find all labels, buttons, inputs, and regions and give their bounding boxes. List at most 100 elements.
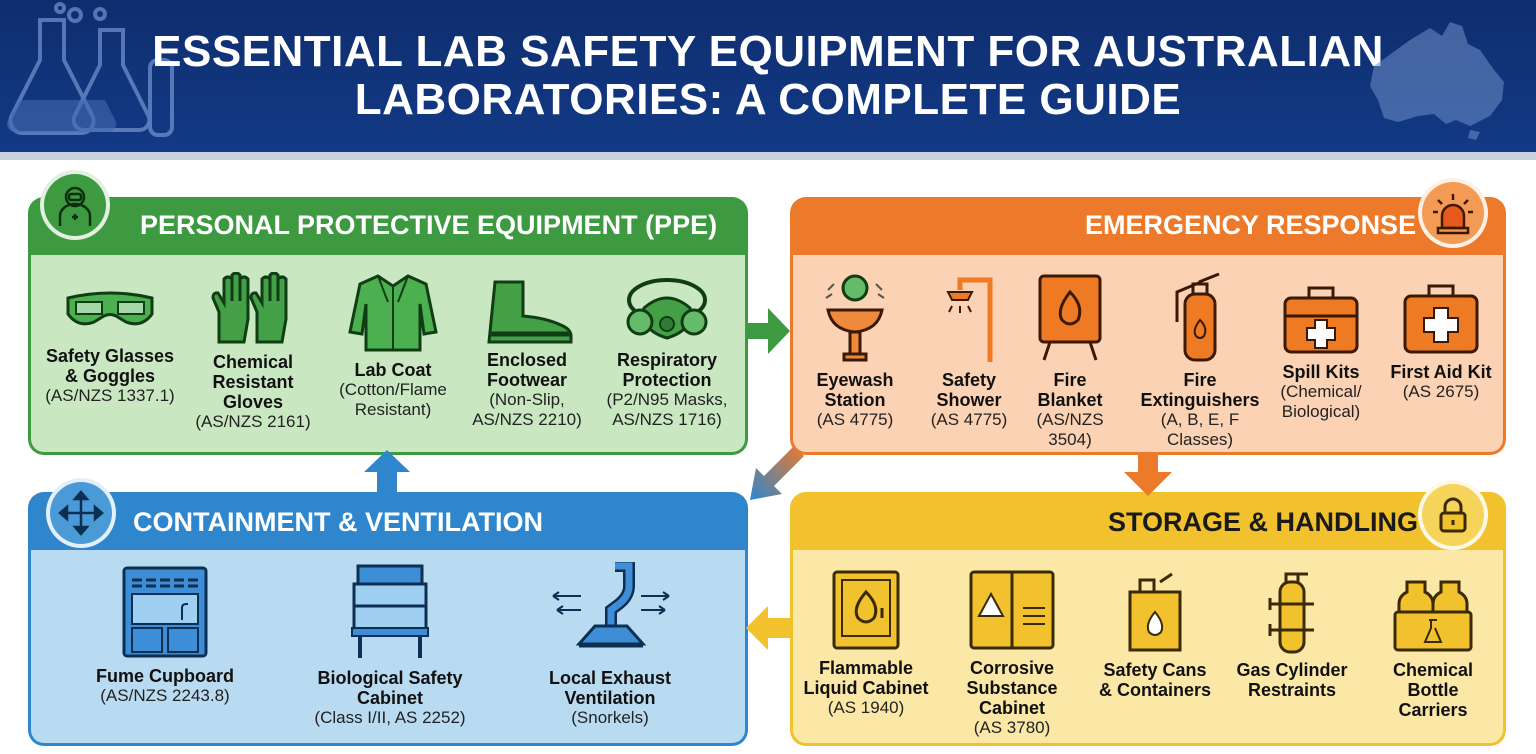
containment-title: CONTAINMENT & VENTILATION <box>133 507 543 537</box>
safety-goggles-icon <box>66 291 154 326</box>
spill-kit-icon <box>1283 286 1359 354</box>
emergency-item-standard: Biological) <box>1281 402 1361 421</box>
emergency-item-standard: Classes) <box>1166 430 1234 449</box>
emergency-item-name: Shower <box>936 390 1002 410</box>
storage-item-name: Corrosive <box>969 658 1055 678</box>
storage-item-safety-cans: Safety Cans& Containers <box>1090 568 1220 700</box>
emergency-item-name: Safety <box>941 370 997 390</box>
storage-item-name: Gas Cylinder <box>1236 660 1348 680</box>
fire-extinguisher-icon <box>1175 272 1220 362</box>
emergency-title: EMERGENCY RESPONSE <box>1085 210 1417 240</box>
airflow-arrows-icon <box>46 478 116 548</box>
arrow-containment-to-ppe <box>364 450 410 494</box>
arrow-emergency-to-storage <box>1124 452 1172 496</box>
padlock-icon <box>1418 480 1488 550</box>
ppe-item-name: Respiratory <box>616 350 718 370</box>
emergency-item-standard: (Chemical/ <box>1280 382 1362 401</box>
fume-cupboard-icon <box>122 566 208 658</box>
emergency-header: EMERGENCY RESPONSE <box>790 197 1506 255</box>
ppe-item-standard: AS/NZS 1716) <box>612 410 722 429</box>
exhaust-snorkel-icon <box>552 562 670 648</box>
emergency-item-name: Blanket <box>1037 390 1103 410</box>
lab-flasks-icon <box>6 2 174 137</box>
gas-cylinder-icon <box>1268 572 1314 654</box>
arrow-storage-to-containment <box>746 606 790 650</box>
ppe-item-standard: Resistant) <box>354 400 432 419</box>
ppe-item-standard: (Cotton/Flame <box>339 380 447 399</box>
storage-item-standard: (AS 1940) <box>827 698 905 717</box>
ppe-title: PERSONAL PROTECTIVE EQUIPMENT (PPE) <box>140 210 718 240</box>
gloves-icon <box>211 272 288 344</box>
storage-item-name: Bottle <box>1407 680 1459 700</box>
fire-blanket-icon <box>1038 274 1102 361</box>
ppe-item-standard: (AS/NZS 2161) <box>195 412 311 431</box>
hazmat-suit-icon <box>40 170 110 240</box>
emergency-item-name: Spill Kits <box>1282 362 1360 382</box>
ppe-item-standard: AS/NZS 2210) <box>472 410 582 429</box>
flammable-cabinet-icon <box>832 570 900 650</box>
storage-item-name: Substance <box>966 678 1058 698</box>
emergency-item-standard: 3504) <box>1048 430 1092 449</box>
arrow-emergency-to-containment <box>750 446 804 500</box>
storage-item-name: Cabinet <box>978 698 1045 718</box>
storage-header: STORAGE & HANDLING <box>790 492 1506 550</box>
corrosive-cabinet-icon <box>969 570 1055 650</box>
emergency-body <box>793 255 1503 452</box>
safety-can-icon <box>1128 572 1182 652</box>
ppe-panel: PERSONAL PROTECTIVE EQUIPMENT (PPE) <box>28 197 748 455</box>
banner-divider <box>0 152 1536 160</box>
storage-title: STORAGE & HANDLING <box>1108 507 1419 537</box>
ppe-item-standard: (Non-Slip, <box>489 390 565 409</box>
containment-header: CONTAINMENT & VENTILATION <box>28 492 748 550</box>
ppe-header: PERSONAL PROTECTIVE EQUIPMENT (PPE) <box>28 197 748 255</box>
eyewash-icon <box>825 274 885 362</box>
emergency-panel: EMERGENCY RESPONSE <box>790 197 1506 455</box>
emergency-item-standard: (AS 4775) <box>816 410 894 429</box>
storage-item-name: & Containers <box>1098 680 1212 700</box>
ppe-item-name: Lab Coat <box>354 360 432 380</box>
storage-item-standard: (AS 3780) <box>973 718 1051 737</box>
containment-item-standard: (AS/NZS 2243.8) <box>100 686 230 705</box>
bottle-carrier-icon <box>1393 580 1473 652</box>
containment-item-fume-cupboard: Fume Cupboard (AS/NZS 2243.8) <box>70 564 260 706</box>
storage-item-name: Carriers <box>1398 700 1468 720</box>
emergency-item-name: Fire <box>1183 370 1217 390</box>
title-line-1: ESSENTIAL LAB SAFETY EQUIPMENT FOR AUSTR… <box>152 27 1384 76</box>
containment-item-name: Local Exhaust <box>548 668 672 688</box>
emergency-item-name: Station <box>824 390 886 410</box>
containment-item-name: Biological Safety <box>317 668 463 688</box>
containment-item-standard: (Class I/II, AS 2252) <box>314 708 466 727</box>
containment-item-name: Ventilation <box>564 688 656 708</box>
emergency-item-standard: (A, B, E, F <box>1160 410 1240 429</box>
storage-item-name: Chemical <box>1392 660 1474 680</box>
ppe-item-name: Chemical <box>212 352 294 372</box>
boot-icon <box>487 280 573 344</box>
storage-item-name: Liquid Cabinet <box>803 678 929 698</box>
lab-coat-icon <box>348 274 438 352</box>
emergency-item-standard: (AS 4775) <box>930 410 1008 429</box>
title-line-2: LABORATORIES: A COMPLETE GUIDE <box>354 75 1182 124</box>
storage-item-name: Restraints <box>1247 680 1337 700</box>
emergency-item-standard: (AS/NZS <box>1036 410 1104 429</box>
emergency-item-first-aid: First Aid Kit (AS 2675) <box>1382 282 1500 402</box>
first-aid-kit-icon <box>1403 284 1479 354</box>
containment-item-standard: (Snorkels) <box>571 708 649 727</box>
containment-item-name: Cabinet <box>356 688 423 708</box>
ppe-item-standard: (P2/N95 Masks, <box>606 390 728 409</box>
emergency-item-name: First Aid Kit <box>1390 362 1492 382</box>
ppe-item-name: Protection <box>622 370 712 390</box>
storage-item-name: Flammable <box>818 658 914 678</box>
biosafety-cabinet-icon <box>351 564 429 658</box>
